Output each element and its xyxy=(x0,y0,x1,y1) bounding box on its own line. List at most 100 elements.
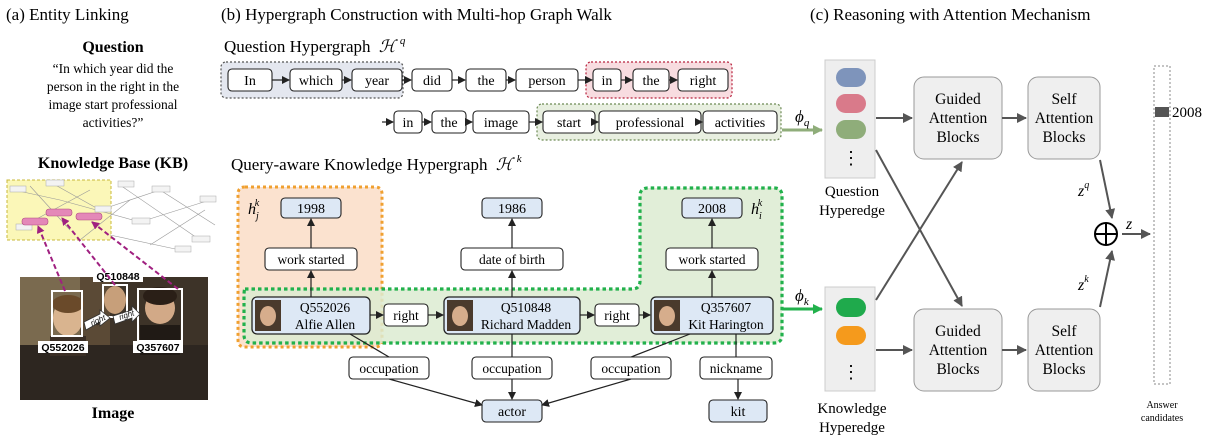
knowledge-hyperedge-label-2: Hyperedge xyxy=(819,420,885,436)
self-attention-block-top: Self Attention Blocks xyxy=(1027,76,1101,160)
question-line-3: image start professional xyxy=(49,97,178,112)
right-relation-node-text: right xyxy=(604,308,630,323)
bottom-relation-node-text: occupation xyxy=(601,361,660,376)
question-line-2: person in the right in the xyxy=(47,79,179,94)
knowledge-hypergraph-sup: k xyxy=(517,153,523,165)
question-hypergraph-sup: q xyxy=(400,35,406,47)
svg-text:Blocks: Blocks xyxy=(936,129,979,146)
panel-a-title: (a) Entity Linking xyxy=(6,5,129,24)
svg-text:Guided: Guided xyxy=(935,91,981,108)
question-token-text: professional xyxy=(616,116,685,131)
question-hyperedge-label-1: Question xyxy=(825,184,880,200)
bottom-relation-node: nickname xyxy=(699,356,773,380)
question-token: did xyxy=(411,68,453,92)
svg-text:Attention: Attention xyxy=(1035,342,1094,359)
question-token: in xyxy=(393,110,423,134)
pill-orange xyxy=(836,326,866,345)
year-node: 2008 xyxy=(681,197,743,219)
question-token-text: right xyxy=(690,74,717,89)
photo-label-left: Q552026 xyxy=(41,342,84,354)
relation-node: work started xyxy=(665,247,759,271)
question-token: right xyxy=(677,68,729,92)
answer-label-1: Answer xyxy=(1146,400,1178,411)
entity-id: Q552026 xyxy=(300,300,350,315)
bottom-relation-node-text: nickname xyxy=(710,361,762,376)
pill-green-k xyxy=(836,298,866,317)
relation-node: work started xyxy=(264,247,358,271)
svg-text:Blocks: Blocks xyxy=(1042,361,1085,378)
knowledge-hypergraph-symbol: ℋ xyxy=(496,155,516,174)
svg-text:Attention: Attention xyxy=(1035,110,1094,127)
question-token-text: the xyxy=(440,116,457,131)
question-token-text: start xyxy=(557,116,581,131)
phi-q-label: ϕq xyxy=(795,107,810,129)
right-relation-node: right xyxy=(383,303,429,327)
question-token-text: In xyxy=(244,74,256,89)
relation-node: date of birth xyxy=(460,247,564,271)
question-hyperedge-label-2: Hyperedge xyxy=(819,203,885,219)
pill-red xyxy=(836,94,866,113)
question-hypergraph-symbol: ℋ xyxy=(379,37,399,56)
value-node-kit: kit xyxy=(708,399,768,423)
question-token: the xyxy=(632,68,670,92)
question-token: In xyxy=(227,68,273,92)
self-attention-block-bottom: Self Attention Blocks xyxy=(1027,308,1101,392)
svg-text:Blocks: Blocks xyxy=(936,361,979,378)
value-node-actor-text: actor xyxy=(498,405,526,420)
svg-text:Guided: Guided xyxy=(935,323,981,340)
svg-text:Attention: Attention xyxy=(929,342,988,359)
question-token: the xyxy=(465,68,507,92)
question-hypergraph-title: Question Hypergraph ℋ q xyxy=(224,35,406,56)
image-photo: right right Q552026 Q510848 Q357607 xyxy=(20,270,208,400)
answer-label-2: candidates xyxy=(1141,413,1183,424)
answer-highlight xyxy=(1155,107,1169,117)
pill-green-q xyxy=(836,120,866,139)
question-token-text: activities xyxy=(715,116,766,131)
question-token-text: the xyxy=(477,74,494,89)
bottom-relation-node-text: occupation xyxy=(359,361,418,376)
year-node-text: 1998 xyxy=(297,202,325,217)
question-token: activities xyxy=(702,110,778,134)
question-hypergraph-title-text: Question Hypergraph xyxy=(224,37,371,56)
knowledge-hypergraph-title: Query-aware Knowledge Hypergraph ℋ k xyxy=(231,153,523,174)
panel-b-title: (b) Hypergraph Construction with Multi-h… xyxy=(221,5,612,24)
panel-c-title: (c) Reasoning with Attention Mechanism xyxy=(810,5,1090,24)
relation-node-text: work started xyxy=(277,252,344,267)
question-token: professional xyxy=(598,110,702,134)
question-token: image xyxy=(472,110,530,134)
question-token-text: year xyxy=(365,74,389,89)
svg-text:Self: Self xyxy=(1052,323,1078,340)
right-relation-node: right xyxy=(594,303,640,327)
hj-label: hjk xyxy=(248,198,260,222)
svg-text:Attention: Attention xyxy=(929,110,988,127)
zq-label: zq xyxy=(1077,180,1089,200)
pill-blue xyxy=(836,68,866,87)
phi-k-label: ϕk xyxy=(795,286,810,308)
entity-id: Q510848 xyxy=(501,300,551,315)
zk-label: zk xyxy=(1077,274,1089,294)
question-token-text: image xyxy=(484,116,518,131)
value-node-kit-text: kit xyxy=(731,405,746,420)
bottom-relation-node: occupation xyxy=(471,356,553,380)
question-token: person xyxy=(515,68,579,92)
entity-id: Q357607 xyxy=(701,300,751,315)
question-token: the xyxy=(431,110,467,134)
svg-text:Blocks: Blocks xyxy=(1042,129,1085,146)
guided-attention-block-bottom: Guided Attention Blocks xyxy=(913,308,1003,392)
bottom-relation-node: occupation xyxy=(590,356,672,380)
image-heading: Image xyxy=(92,405,135,422)
entity-name: Alfie Allen xyxy=(295,317,356,332)
value-node-actor: actor xyxy=(481,399,543,423)
question-token-text: which xyxy=(299,74,333,89)
guided-attention-block-top: Guided Attention Blocks xyxy=(913,76,1003,160)
hi-label: hik xyxy=(751,198,763,222)
q-dots: ⋮ xyxy=(842,148,860,168)
photo-label-right: Q357607 xyxy=(136,342,179,354)
question-token-text: in xyxy=(602,74,613,89)
